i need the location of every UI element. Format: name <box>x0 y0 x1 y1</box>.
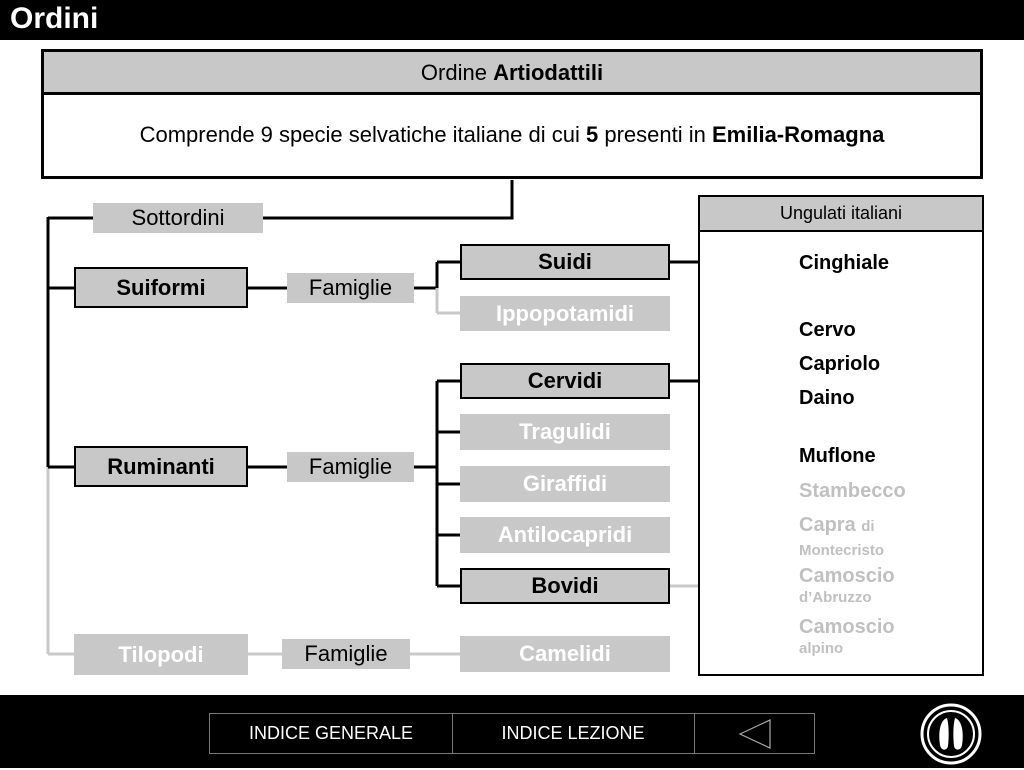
hoofprint-icon[interactable] <box>920 703 982 765</box>
suborder-tilopodi[interactable]: Tilopodi <box>74 634 248 675</box>
indice-lezione-button[interactable]: INDICE LEZIONE <box>452 714 695 753</box>
family-ippopotamidi[interactable]: Ippopotamidi <box>460 296 670 331</box>
back-button[interactable] <box>694 714 814 753</box>
species-cinghiale: Cinghiale <box>799 252 890 274</box>
nav-bar: INDICE GENERALE INDICE LEZIONE <box>209 713 815 754</box>
page-title: Ordini <box>10 2 99 35</box>
species-capra-di-montecristo: Capra di Montecristo <box>799 514 885 559</box>
species-capriolo: Capriolo <box>799 353 881 375</box>
species-camoscio-abruzzo: Camoscio d’Abruzzo <box>799 565 895 606</box>
family-giraffidi[interactable]: Giraffidi <box>460 466 670 502</box>
order-box: Ordine Artiodattili Comprende 9 specie s… <box>41 49 983 179</box>
ungulati-panel: Ungulati italiani <box>698 195 984 676</box>
family-camelidi[interactable]: Camelidi <box>460 636 670 672</box>
famiglie-label-ruminanti: Famiglie <box>287 452 414 482</box>
order-title: Ordine Artiodattili <box>44 52 980 95</box>
species-muflone: Muflone <box>799 445 876 467</box>
triangle-left-icon <box>738 719 771 749</box>
family-bovidi[interactable]: Bovidi <box>460 568 670 604</box>
family-tragulidi[interactable]: Tragulidi <box>460 414 670 450</box>
sottordini-label: Sottordini <box>93 203 263 233</box>
family-antilocapridi[interactable]: Antilocapridi <box>460 517 670 553</box>
species-camoscio-alpino: Camoscio alpino <box>799 616 895 657</box>
bottom-bar <box>0 695 1024 768</box>
title-bar: Ordini <box>0 0 1024 40</box>
ungulati-title: Ungulati italiani <box>700 197 982 232</box>
family-cervidi[interactable]: Cervidi <box>460 363 670 399</box>
famiglie-label-suiformi: Famiglie <box>287 273 414 303</box>
famiglie-label-tilopodi: Famiglie <box>282 639 410 669</box>
species-stambecco: Stambecco <box>799 480 906 502</box>
suborder-ruminanti[interactable]: Ruminanti <box>74 446 248 487</box>
species-cervo: Cervo <box>799 319 856 341</box>
species-daino: Daino <box>799 387 855 409</box>
family-suidi[interactable]: Suidi <box>460 244 670 280</box>
suborder-suiformi[interactable]: Suiformi <box>74 267 248 308</box>
indice-generale-button[interactable]: INDICE GENERALE <box>210 714 453 753</box>
order-description: Comprende 9 specie selvatiche italiane d… <box>139 122 885 147</box>
